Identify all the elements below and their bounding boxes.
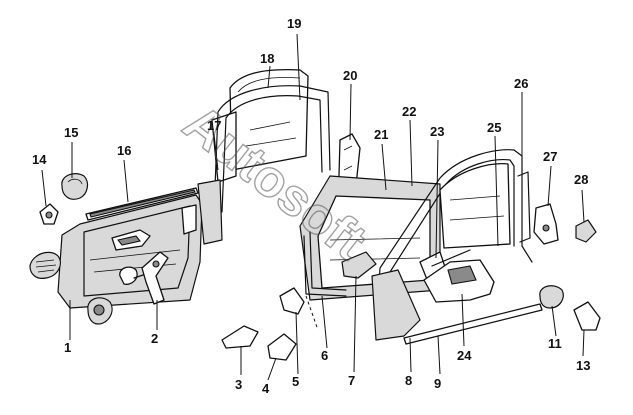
callout-15: 15 <box>64 125 78 140</box>
speaker-grille <box>29 251 61 279</box>
door-handle <box>539 285 564 309</box>
mirror-cover <box>61 173 89 200</box>
lock-bracket <box>533 203 559 245</box>
callout-1: 1 <box>64 340 71 355</box>
rear-trim-panel <box>423 259 495 303</box>
callout-27: 27 <box>543 149 557 164</box>
callout-3: 3 <box>235 377 242 392</box>
callout-7: 7 <box>348 373 355 388</box>
callout-18: 18 <box>260 51 274 66</box>
door-glass-rear <box>439 163 511 249</box>
callout-9: 9 <box>434 376 441 391</box>
clip-part <box>39 203 59 225</box>
callout-28: 28 <box>574 172 588 187</box>
callout-11: 11 <box>548 336 562 351</box>
callout-4: 4 <box>262 381 270 396</box>
glass-run-channel <box>197 85 331 245</box>
hinge-upper <box>279 287 305 315</box>
window-regulator <box>419 249 471 283</box>
callout-17: 17 <box>207 118 221 133</box>
hinge-lower <box>267 333 297 361</box>
callout-2: 2 <box>151 331 158 346</box>
callout-8: 8 <box>405 373 412 388</box>
callout-leader-lines <box>41 33 585 381</box>
plug-part <box>575 219 597 243</box>
callout-22: 22 <box>402 104 416 119</box>
callout-23: 23 <box>430 124 444 139</box>
callout-26: 26 <box>514 76 528 91</box>
door-speaker <box>341 251 377 279</box>
callout-20: 20 <box>343 68 357 83</box>
callout-19: 19 <box>287 16 301 31</box>
rear-glass-channel <box>517 171 531 243</box>
callout-5: 5 <box>292 374 299 389</box>
callout-25: 25 <box>487 120 501 135</box>
sill-molding <box>403 303 543 345</box>
regulator-lever <box>141 251 169 305</box>
window-sill-strip <box>85 187 199 221</box>
callout-13: 13 <box>576 358 590 373</box>
check-strap <box>221 325 259 349</box>
callout-24: 24 <box>457 348 472 363</box>
winder-handle <box>119 266 153 285</box>
callout-16: 16 <box>117 143 131 158</box>
callout-21: 21 <box>374 127 388 142</box>
callout-14: 14 <box>32 152 47 167</box>
door-glass-front <box>229 68 309 171</box>
callout-6: 6 <box>321 348 328 363</box>
door-trim-panel <box>57 194 203 309</box>
door-seal <box>303 231 347 297</box>
door-latch <box>573 301 601 331</box>
speaker-knob <box>87 297 113 325</box>
